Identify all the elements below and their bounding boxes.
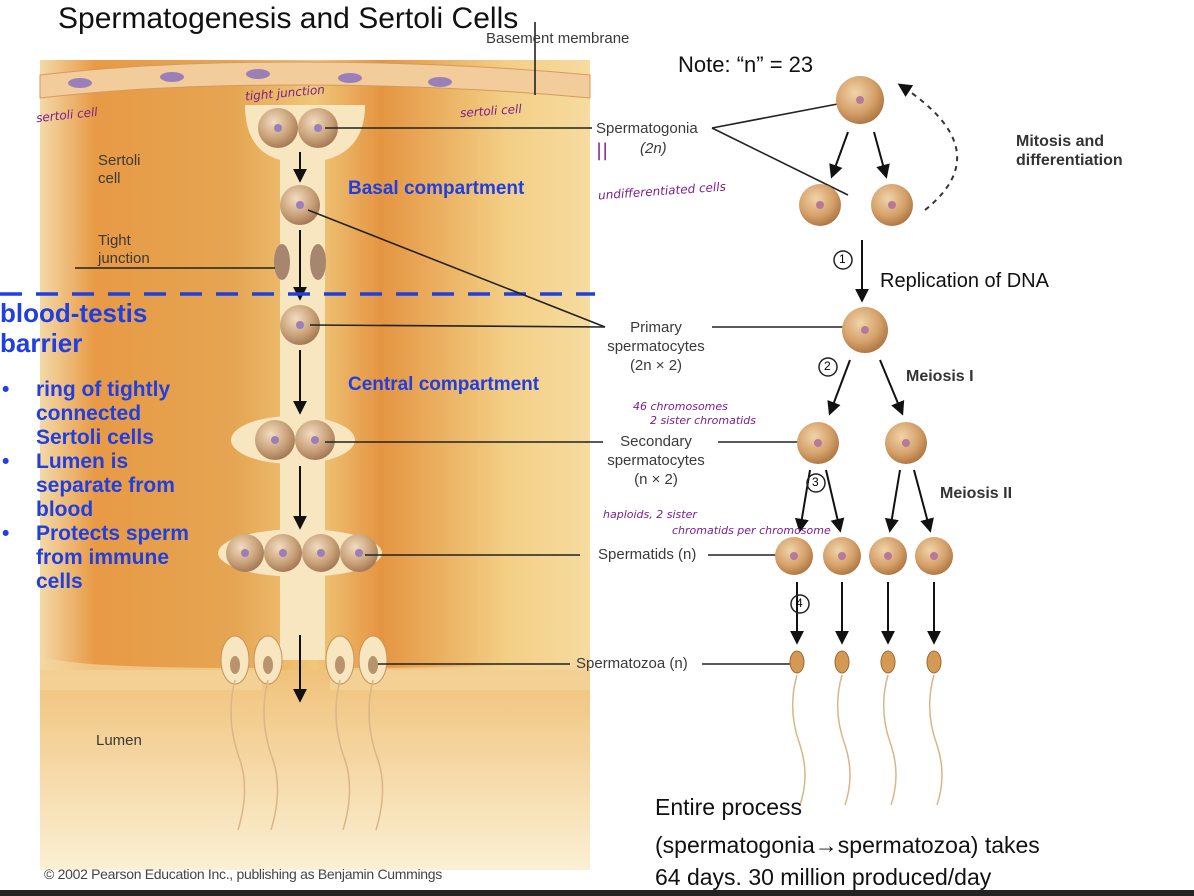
tight-junction-shape: [274, 244, 326, 280]
basal-compartment-label: Basal compartment: [348, 178, 525, 199]
step-2-number: 2: [824, 359, 831, 373]
process-line-2: (spermatogonia→spermatozoa) takes: [655, 832, 1040, 858]
label-mitosis-differentiation: Mitosis and differentiation: [1016, 133, 1123, 169]
mitosis-loop-arrow: [897, 83, 959, 211]
barrier-bullet: ring of tightly connected Sertoli cells: [2, 378, 206, 450]
lineage-cells: [775, 76, 953, 575]
label-spermatozoa: Spermatozoa (n): [576, 655, 688, 672]
membrane-nuclei: [68, 69, 452, 88]
step-1-number: 1: [839, 252, 846, 266]
step-4-number: 4: [796, 596, 803, 610]
spermatogonia-cells: [258, 108, 338, 225]
sertoli-channel: [245, 105, 365, 660]
embedded-spermatozoa: [220, 635, 388, 831]
barrier-bullets: ring of tightly connected Sertoli cells …: [2, 378, 206, 594]
secondary-spermatocyte-cells: [231, 416, 355, 464]
handwritten-2-sister: 2 sister chromatids: [650, 414, 756, 427]
spermatid-cells: [218, 529, 382, 577]
bottom-border: [0, 890, 1194, 896]
lineage-arrows: [790, 131, 941, 645]
process-line-1: Entire process: [655, 794, 803, 820]
copyright-notice: © 2002 Pearson Education Inc., publishin…: [44, 866, 442, 882]
label-meiosis-1: Meiosis I: [906, 368, 974, 385]
process-line-3: 64 days. 30 million produced/day: [655, 864, 992, 890]
barrier-bullet: Lumen is separate from blood: [2, 450, 206, 522]
step-circles: [790, 250, 853, 614]
handwritten-haploids: haploids, 2 sister: [603, 508, 697, 521]
basement-membrane: [39, 61, 591, 99]
label-meiosis-2: Meiosis II: [940, 485, 1013, 502]
label-replication-dna: Replication of DNA: [880, 270, 1049, 292]
lumen-region: [40, 670, 590, 870]
barrier-bullet: Protects sperm from immune cells: [2, 522, 206, 594]
label-tight-junction: Tight junction: [98, 232, 150, 267]
free-spermatozoa: [789, 650, 943, 806]
handwritten-per-chromosome: chromatids per chromosome: [672, 524, 831, 537]
label-lumen: Lumen: [96, 732, 142, 749]
leader-lines: [75, 22, 849, 665]
label-primary-spermatocytes: Primary spermatocytes (2n × 2): [607, 319, 705, 374]
central-compartment-label: Central compartment: [348, 374, 540, 395]
step-3-number: 3: [812, 475, 819, 489]
label-spermatids: Spermatids (n): [598, 546, 697, 563]
page-title: Spermatogenesis and Sertoli Cells: [58, 2, 519, 35]
barrier-title: blood-testis barrier: [0, 298, 148, 358]
label-sertoli-cell: Sertoli cell: [98, 152, 141, 187]
label-secondary-spermatocytes: Secondary spermatocytes (n × 2): [607, 433, 705, 488]
label-basement-membrane: Basement membrane: [486, 30, 630, 47]
note-n-equals: Note: “n” = 23: [678, 52, 814, 77]
label-spermatogonia-ploidy: (2n): [640, 140, 667, 157]
primary-spermatocyte-cell: [280, 305, 320, 345]
handwritten-equals-mark: ||: [596, 140, 609, 161]
label-spermatogonia: Spermatogonia: [596, 120, 698, 137]
handwritten-46-chromosomes: 46 chromosomes: [633, 400, 728, 413]
